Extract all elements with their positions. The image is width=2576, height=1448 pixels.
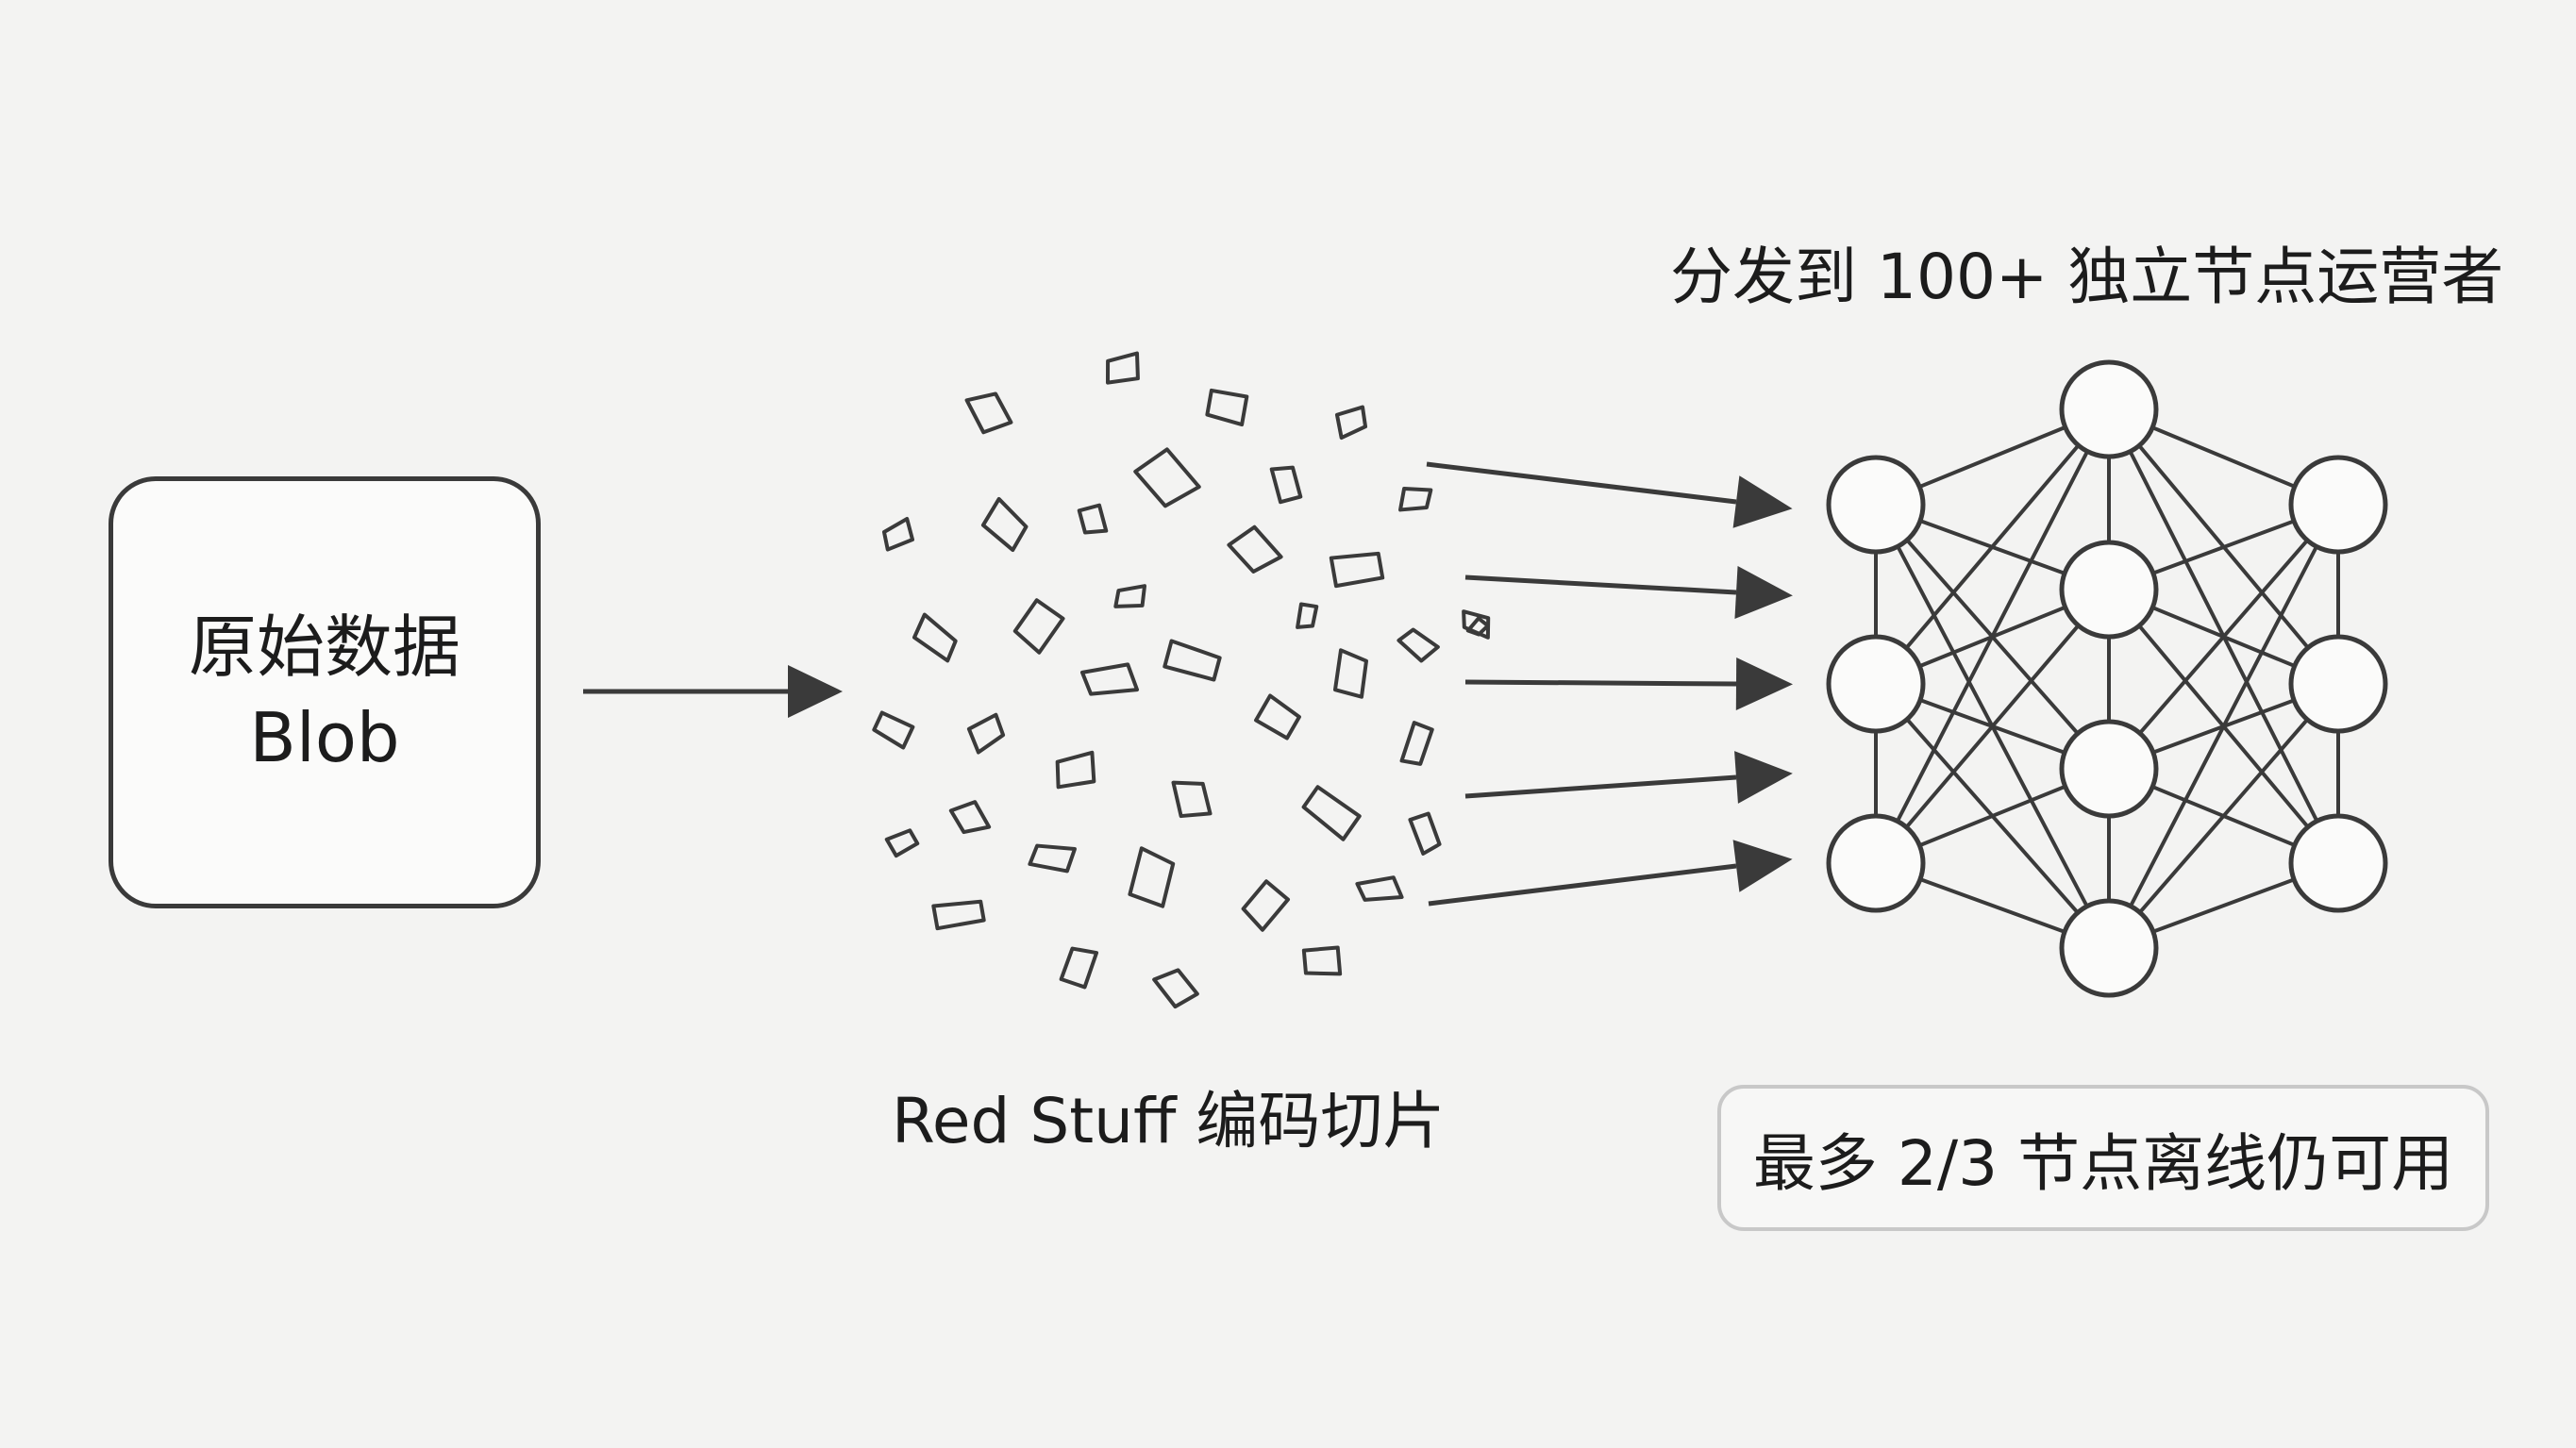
source-blob-box: 原始数据 Blob bbox=[109, 476, 541, 908]
distribution-arrow bbox=[1426, 461, 1737, 505]
distribution-arrow bbox=[1464, 679, 1737, 687]
distribution-arrow bbox=[1464, 774, 1737, 799]
fragment-shard bbox=[1079, 662, 1140, 696]
distribution-arrow-head bbox=[1735, 657, 1793, 710]
network-node bbox=[2059, 540, 2159, 640]
fragment-shard bbox=[1465, 616, 1490, 637]
node-network bbox=[1826, 359, 2388, 998]
fragment-shard bbox=[1254, 693, 1301, 741]
source-blob-title: 原始数据 bbox=[188, 607, 460, 687]
fragment-shard bbox=[1227, 524, 1283, 574]
distribution-arrows bbox=[1426, 461, 1793, 907]
fragment-shard bbox=[1329, 551, 1385, 589]
distribution-arrow-head bbox=[1732, 840, 1793, 892]
distribution-arrow-head bbox=[1732, 475, 1793, 528]
fragment-shard bbox=[1296, 602, 1319, 629]
fragment-shard bbox=[1398, 487, 1433, 512]
arrow-blob-to-fragments-head bbox=[788, 665, 843, 718]
source-blob-subtitle: Blob bbox=[249, 698, 400, 777]
network-edge bbox=[1874, 408, 2111, 864]
fragment-shard bbox=[884, 828, 920, 858]
network-node bbox=[2288, 455, 2388, 555]
fragment-shard bbox=[1334, 405, 1368, 441]
fragment-shard bbox=[1462, 609, 1491, 640]
fragment-shard bbox=[1012, 598, 1065, 655]
network-node bbox=[1826, 455, 1926, 555]
network-node bbox=[2059, 719, 2159, 819]
fragment-shard bbox=[948, 800, 992, 835]
network-node bbox=[2059, 359, 2159, 459]
fragment-shard bbox=[1355, 875, 1404, 902]
fragment-shard bbox=[1128, 846, 1176, 908]
fragment-shard bbox=[1105, 351, 1140, 385]
fragment-shard bbox=[1241, 879, 1290, 932]
fragment-shard bbox=[1077, 503, 1109, 535]
fragment-shard bbox=[1399, 721, 1434, 766]
fragment-shard bbox=[980, 496, 1029, 553]
fragment-shard bbox=[1133, 447, 1201, 508]
fragment-shard bbox=[966, 712, 1006, 755]
fragment-shard bbox=[1028, 843, 1077, 874]
network-node bbox=[2288, 813, 2388, 913]
availability-note-text: 最多 2/3 节点离线仍可用 bbox=[1752, 1126, 2454, 1200]
network-node bbox=[1826, 634, 1926, 734]
network-edges bbox=[1874, 408, 2340, 950]
fragment-shard bbox=[1152, 968, 1199, 1009]
distribution-arrow-head bbox=[1734, 566, 1793, 619]
network-edge bbox=[1874, 588, 2111, 865]
network-node bbox=[2059, 898, 2159, 998]
fragment-shard bbox=[1059, 946, 1099, 990]
network-node bbox=[1826, 813, 1926, 913]
fragment-shard bbox=[1113, 584, 1147, 608]
fragment-shard bbox=[1301, 945, 1343, 976]
fragment-shard bbox=[1301, 785, 1362, 841]
network-node bbox=[2288, 634, 2388, 734]
distribution-arrow bbox=[1464, 574, 1737, 595]
fragment-shard bbox=[1269, 465, 1303, 505]
nodes-caption: 分发到 100+ 独立节点运营者 bbox=[1670, 241, 2504, 313]
fragment-shard bbox=[881, 516, 915, 552]
fragment-shard bbox=[872, 710, 915, 750]
network-nodes bbox=[1826, 359, 2388, 998]
distribution-arrow bbox=[1428, 863, 1737, 907]
fragment-shard bbox=[912, 612, 958, 663]
fragment-shard bbox=[1408, 811, 1442, 856]
network-edge bbox=[2107, 504, 2340, 949]
fragment-shard bbox=[964, 391, 1013, 435]
fragments-caption: Red Stuff 编码切片 bbox=[892, 1085, 1446, 1157]
fragment-shard bbox=[1205, 388, 1249, 427]
fragment-shard bbox=[1163, 639, 1222, 682]
fragment-shard bbox=[931, 899, 986, 931]
network-edge bbox=[1874, 408, 2111, 686]
fragment-shard bbox=[1332, 648, 1368, 699]
network-edge bbox=[2107, 682, 2340, 950]
fragment-shard bbox=[1055, 750, 1096, 790]
availability-note: 最多 2/3 节点离线仍可用 bbox=[1717, 1085, 2489, 1231]
encoded-fragments-cloud bbox=[872, 351, 1491, 1009]
distribution-arrow-head bbox=[1734, 751, 1793, 804]
fragment-shard bbox=[1397, 627, 1440, 663]
network-edge bbox=[2107, 503, 2340, 771]
fragment-shard bbox=[1171, 780, 1213, 819]
